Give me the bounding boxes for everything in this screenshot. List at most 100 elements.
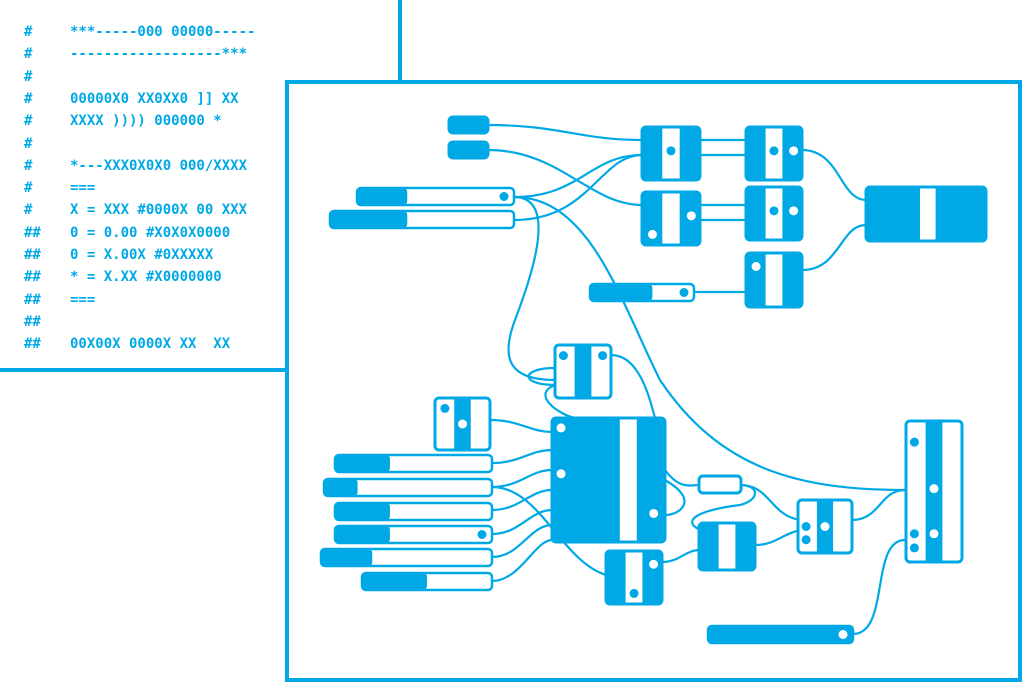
- port-dot[interactable]: [598, 351, 608, 361]
- port-dot[interactable]: [909, 437, 919, 447]
- port-dot[interactable]: [649, 508, 659, 518]
- number-slider[interactable]: [322, 477, 494, 498]
- number-slider[interactable]: [328, 209, 516, 230]
- port-dot[interactable]: [558, 351, 568, 361]
- main-node[interactable]: [550, 416, 667, 544]
- connection-wire: [754, 528, 801, 547]
- component-node[interactable]: [744, 125, 804, 182]
- port-dot[interactable]: [789, 206, 799, 216]
- code-line-comment-marker: #: [24, 202, 33, 219]
- node-stripe: [782, 253, 802, 307]
- connection-wire: [491, 508, 553, 536]
- node-stripe: [449, 142, 488, 158]
- code-line-comment-marker: ##: [24, 269, 41, 286]
- connection-wire: [801, 148, 867, 202]
- number-slider[interactable]: [360, 571, 494, 592]
- connection-wire: [851, 488, 906, 522]
- slider-fill: [590, 284, 653, 301]
- toggle-node[interactable]: [447, 140, 490, 160]
- slider-fill: [708, 626, 853, 643]
- node-stripe: [935, 187, 986, 241]
- collector-node[interactable]: [904, 419, 964, 564]
- port-dot[interactable]: [929, 484, 939, 494]
- component-node[interactable]: [433, 396, 492, 452]
- port-dot[interactable]: [769, 206, 779, 216]
- component-node[interactable]: [796, 498, 854, 555]
- port-dot[interactable]: [820, 522, 830, 531]
- port-dot[interactable]: [458, 419, 467, 429]
- component-node[interactable]: [553, 343, 613, 400]
- component-node[interactable]: [640, 190, 702, 247]
- connection-wire: [513, 153, 643, 222]
- code-line-comment-marker: #: [24, 157, 33, 174]
- port-dot[interactable]: [686, 211, 696, 221]
- component-node[interactable]: [697, 521, 757, 572]
- code-line-text: ------------------***: [70, 46, 248, 63]
- connection-wire: [852, 538, 906, 636]
- code-line-comment-marker: #: [24, 113, 33, 130]
- code-line-text: X = XXX #0000X 00 XXX: [70, 202, 248, 219]
- port-dot[interactable]: [440, 403, 450, 413]
- connection-wire: [664, 479, 686, 517]
- code-line-text: ===: [70, 291, 96, 308]
- port-dot[interactable]: [751, 262, 761, 271]
- code-line-text: XXXX )))) 000000 *: [70, 113, 222, 130]
- slider-handle[interactable]: [838, 630, 848, 639]
- code-line-comment-marker: #: [24, 90, 33, 107]
- node-stripe: [642, 127, 663, 180]
- port-dot[interactable]: [556, 469, 566, 479]
- number-slider[interactable]: [706, 624, 855, 645]
- code-line-text: ===: [70, 180, 96, 197]
- toggle-node[interactable]: [447, 115, 490, 135]
- code-line-text: *---XXX0X0X0 000/XXXX: [70, 157, 248, 174]
- connection-wire: [801, 223, 867, 272]
- number-slider[interactable]: [333, 524, 494, 545]
- component-node[interactable]: [604, 549, 664, 606]
- slider-handle[interactable]: [679, 288, 689, 297]
- connection-wire: [491, 538, 553, 583]
- slider-fill: [335, 526, 390, 543]
- slider-fill: [362, 573, 427, 590]
- code-line-comment-marker: ##: [24, 336, 41, 353]
- port-dot[interactable]: [556, 423, 566, 433]
- slider-handle[interactable]: [499, 192, 509, 201]
- number-slider[interactable]: [355, 186, 516, 207]
- connection-wire: [664, 469, 701, 487]
- number-slider[interactable]: [333, 501, 494, 522]
- slider-handle[interactable]: [477, 530, 487, 539]
- code-line-text: ***-----000 00000-----: [70, 24, 256, 40]
- code-line-comment-marker: ##: [24, 224, 41, 241]
- component-node[interactable]: [640, 125, 702, 182]
- connection-wire: [491, 468, 553, 489]
- code-line-comment-marker: ##: [24, 313, 41, 330]
- port-dot[interactable]: [801, 535, 811, 545]
- port-dot[interactable]: [801, 522, 811, 531]
- port-dot[interactable]: [909, 529, 919, 539]
- output-node[interactable]: [864, 185, 988, 243]
- node-stripe: [746, 127, 766, 180]
- number-slider[interactable]: [333, 453, 494, 474]
- code-line-comment-marker: ##: [24, 291, 41, 308]
- connection-wire: [491, 448, 553, 465]
- number-slider[interactable]: [588, 282, 696, 303]
- code-line-text: 00000X0 XX0XX0 ]] XX: [70, 90, 239, 107]
- node-stripe: [642, 551, 662, 604]
- port-dot[interactable]: [789, 146, 799, 156]
- port-dot[interactable]: [666, 146, 676, 156]
- port-dot[interactable]: [909, 543, 919, 553]
- code-line-comment-marker: #: [24, 46, 33, 63]
- relay-node[interactable]: [697, 474, 743, 495]
- connection-wire: [491, 523, 553, 559]
- port-dot[interactable]: [929, 529, 939, 539]
- connection-wire: [513, 153, 643, 199]
- component-node[interactable]: [744, 185, 804, 242]
- port-dot[interactable]: [647, 229, 657, 239]
- port-dot[interactable]: [629, 588, 639, 598]
- number-slider[interactable]: [319, 547, 494, 568]
- port-dot[interactable]: [649, 559, 659, 569]
- connection-wire: [487, 148, 643, 207]
- port-dot[interactable]: [769, 146, 779, 156]
- slider-fill: [357, 188, 408, 205]
- component-node[interactable]: [744, 251, 804, 309]
